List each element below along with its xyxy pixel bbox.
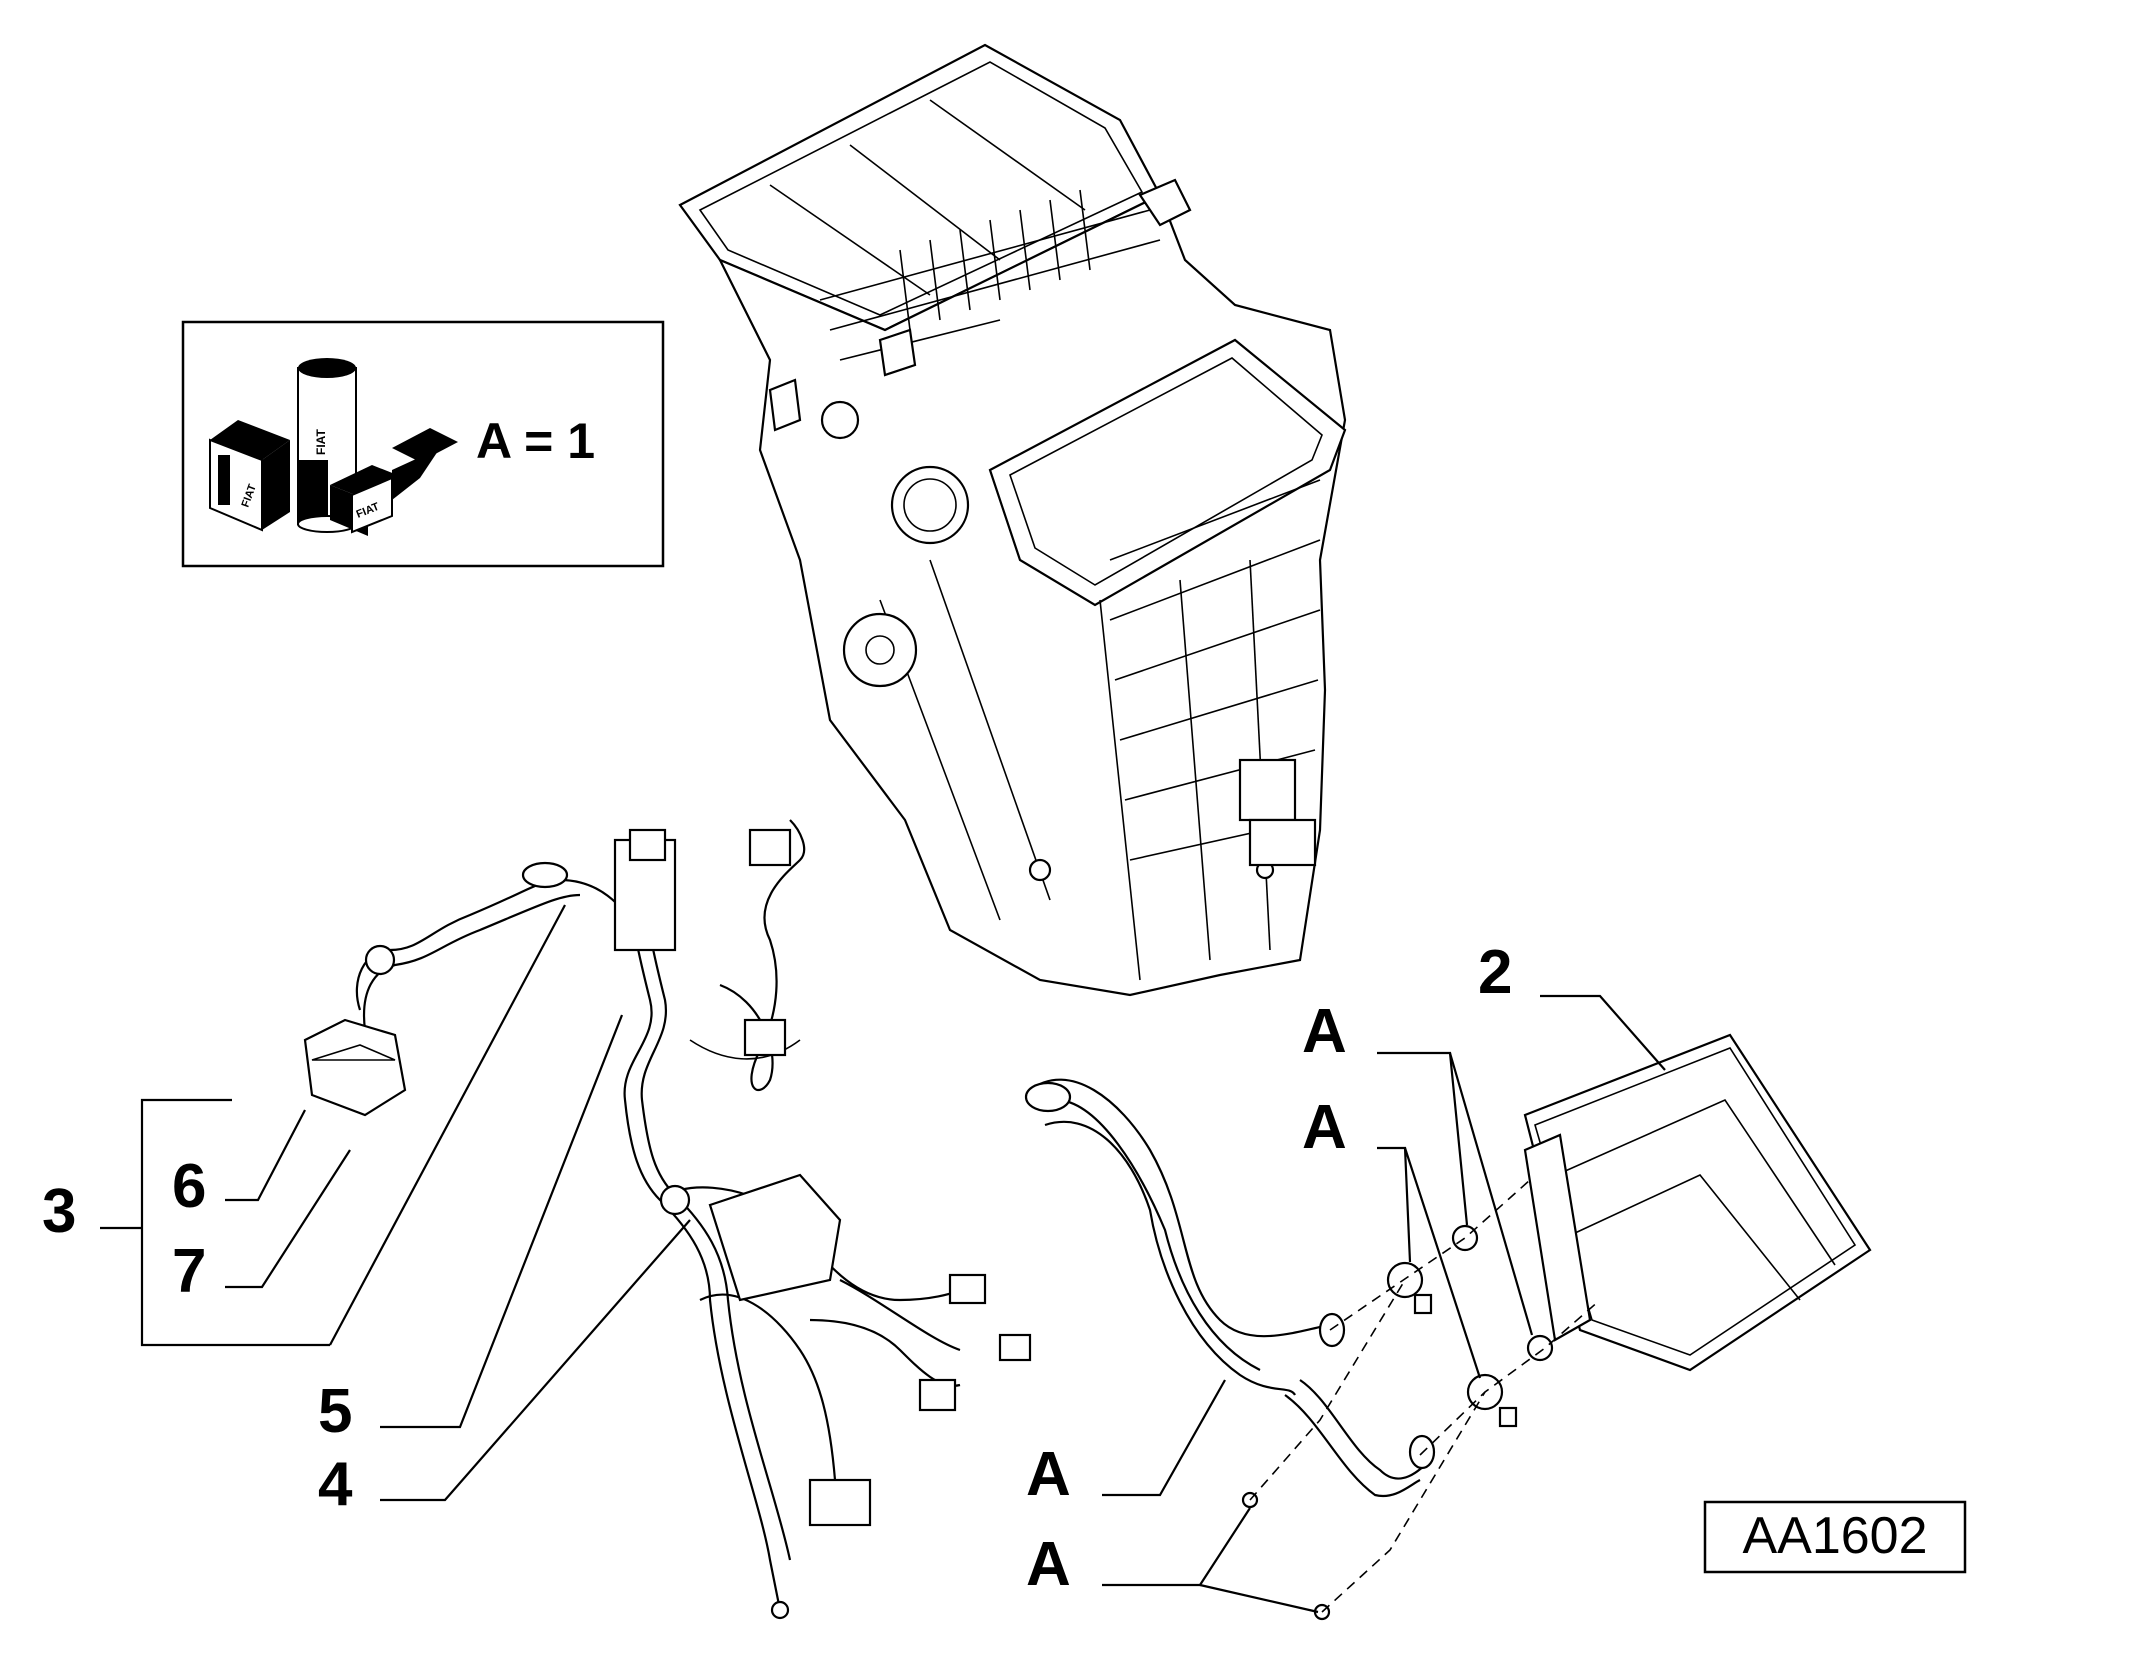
wiring-harness [303, 819, 1032, 1620]
heater-housing [678, 43, 1347, 997]
callout-a-4: A [1026, 1530, 1071, 1599]
heater-core [1523, 1033, 1872, 1372]
callout-6: 6 [172, 1152, 206, 1221]
leader-lines [100, 904, 1666, 1614]
callout-3: 3 [42, 1177, 76, 1246]
drawing-code-box: AA1602 [1703, 1500, 1967, 1574]
callout-a-3: A [1026, 1440, 1071, 1509]
callout-a-2: A [1302, 1093, 1347, 1162]
callouts: 2 3 6 7 5 4 A A A A [42, 938, 1512, 1599]
lubricant-legend: FIAT FIAT FIAT A = 1 [181, 320, 665, 568]
coolant-pipes [1024, 1078, 1601, 1621]
callout-5: 5 [318, 1377, 352, 1446]
callout-4: 4 [318, 1450, 353, 1519]
drawing-code: AA1602 [1742, 1507, 1927, 1565]
callout-7: 7 [172, 1237, 206, 1306]
callout-2: 2 [1478, 938, 1512, 1007]
fiat-product-icon: FIAT FIAT FIAT [209, 358, 458, 536]
fiat-logo-text-2: FIAT [314, 429, 328, 455]
callout-a-1: A [1302, 997, 1347, 1066]
legend-formula: A = 1 [476, 413, 595, 469]
